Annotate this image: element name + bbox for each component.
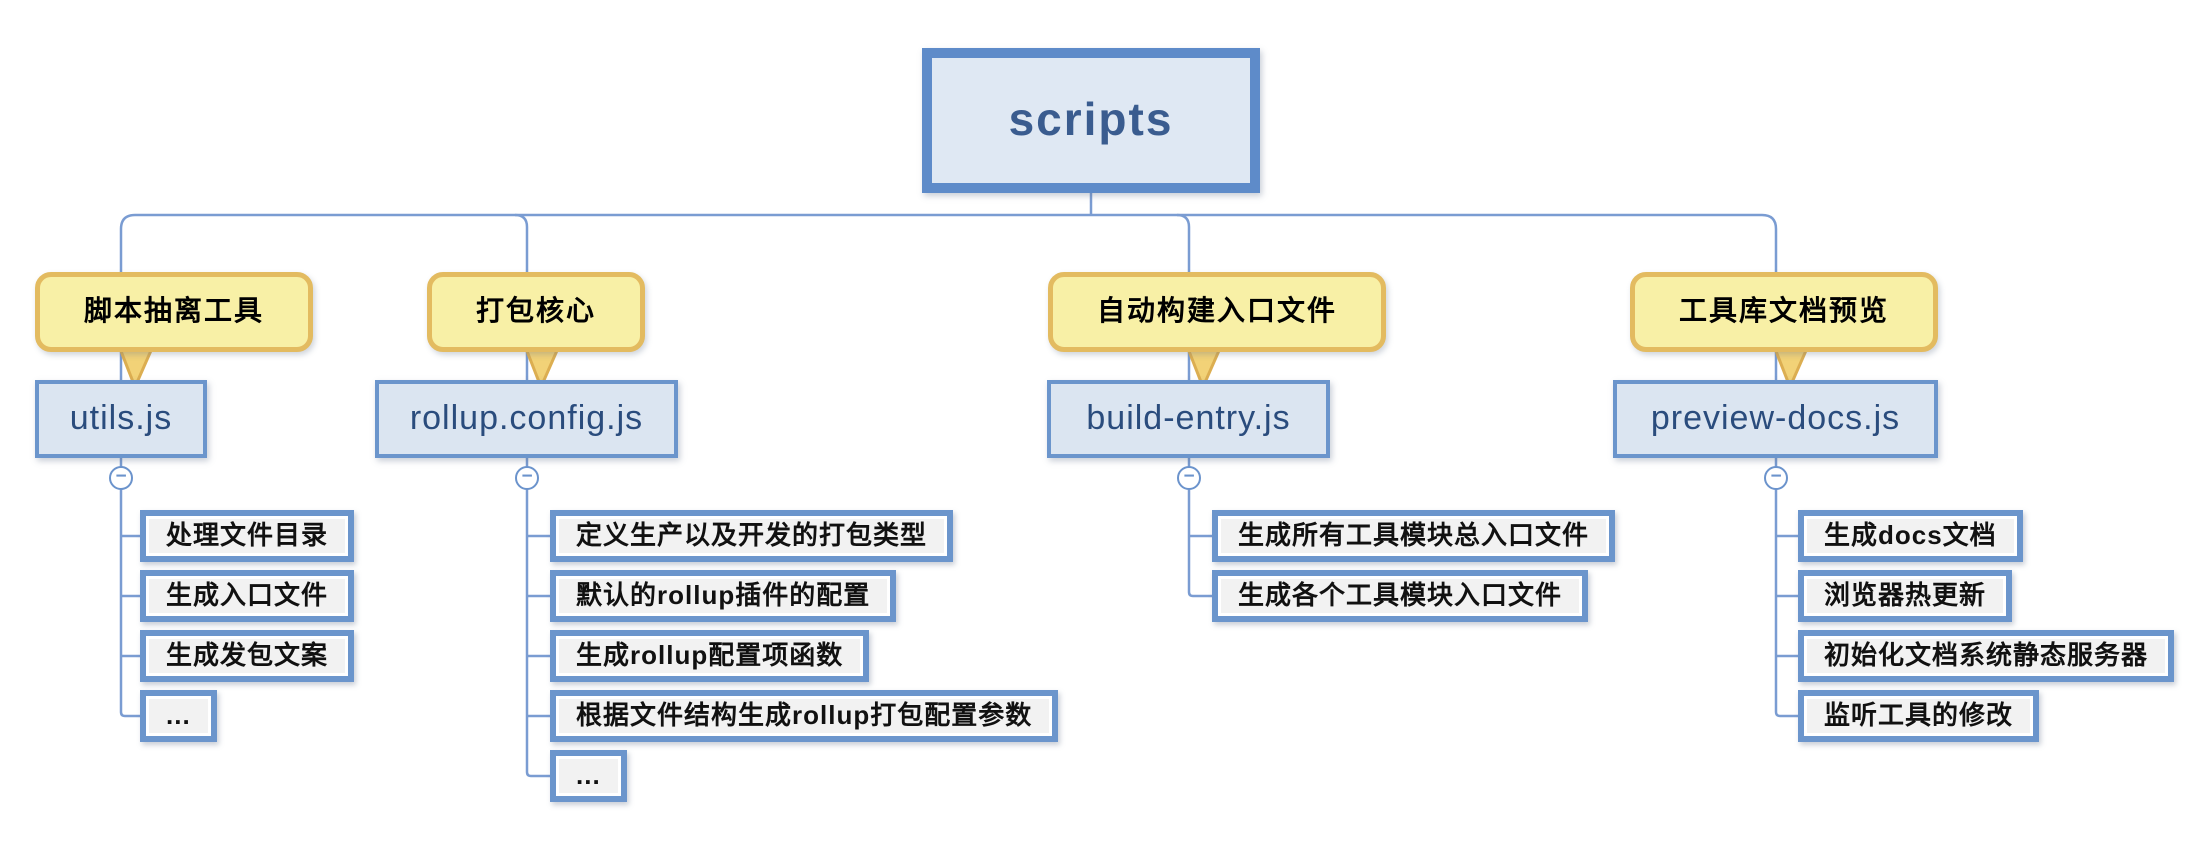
child-item[interactable]: 监听工具的修改 (1798, 690, 2040, 742)
connector-trunk-utils (119, 458, 140, 718)
child-item[interactable]: ... (140, 690, 217, 742)
connector-trunk-preview-docs (1774, 458, 1798, 718)
child-item[interactable]: 生成所有工具模块总入口文件 (1212, 510, 1616, 562)
child-item[interactable]: 生成入口文件 (140, 570, 355, 622)
child-item[interactable]: 根据文件结构生成rollup打包配置参数 (550, 690, 1059, 742)
collapse-toggle[interactable]: − (1177, 466, 1201, 490)
child-item[interactable]: 处理文件目录 (140, 510, 355, 562)
child-item[interactable]: 生成docs文档 (1798, 510, 2023, 562)
collapse-toggle[interactable]: − (515, 466, 539, 490)
child-item[interactable]: 生成各个工具模块入口文件 (1212, 570, 1589, 622)
connector-trunk-build-entry (1187, 458, 1212, 598)
connector-drop-build-entry (1176, 213, 1191, 380)
child-item[interactable]: 浏览器热更新 (1798, 570, 2013, 622)
child-item[interactable]: 生成发包文案 (140, 630, 355, 682)
child-item[interactable]: 定义生产以及开发的打包类型 (550, 510, 954, 562)
collapse-toggle[interactable]: − (1764, 466, 1788, 490)
file-node-rollup-config[interactable]: rollup.config.js (375, 380, 678, 458)
child-item[interactable]: 默认的rollup插件的配置 (550, 570, 897, 622)
child-item[interactable]: 生成rollup配置项函数 (550, 630, 870, 682)
connector-trunk-rollup (525, 458, 550, 778)
branch-tag-bubble[interactable]: 脚本抽离工具 (35, 272, 314, 352)
file-node-preview-docs[interactable]: preview-docs.js (1613, 380, 1938, 458)
collapse-toggle[interactable]: − (109, 466, 133, 490)
child-item[interactable]: ... (550, 750, 627, 802)
file-node-build-entry[interactable]: build-entry.js (1047, 380, 1330, 458)
connector-drop-rollup (514, 213, 529, 380)
connector-rail (119, 213, 1778, 380)
file-node-utils[interactable]: utils.js (35, 380, 207, 458)
root-node-scripts[interactable]: scripts (922, 48, 1260, 193)
branch-tag-bubble[interactable]: 工具库文档预览 (1630, 272, 1939, 352)
child-item[interactable]: 初始化文档系统静态服务器 (1798, 630, 2175, 682)
branch-tag-bubble[interactable]: 打包核心 (427, 272, 646, 352)
branch-tag-bubble[interactable]: 自动构建入口文件 (1048, 272, 1387, 352)
